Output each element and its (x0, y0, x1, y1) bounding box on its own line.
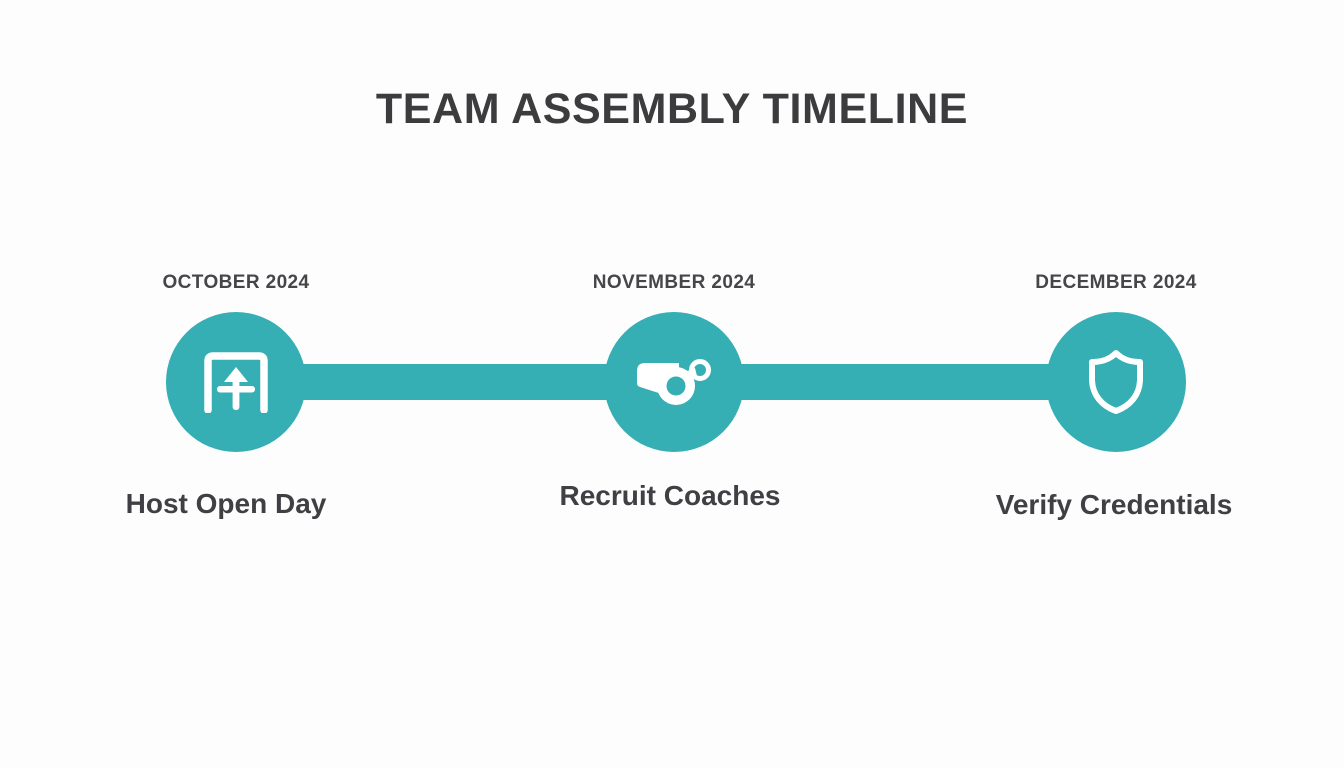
timeline-node-3[interactable] (1046, 312, 1186, 452)
shield-icon (1087, 349, 1145, 415)
timeline-connector-1 (236, 364, 674, 400)
milestone-date-1: OCTOBER 2024 (162, 272, 310, 293)
milestone-date-3: DECEMBER 2024 (1035, 272, 1197, 293)
goal-post-arrow-icon (203, 351, 269, 413)
whistle-icon (635, 355, 713, 409)
milestone-circle-2[interactable] (604, 312, 744, 452)
milestone-label-2: Recruit Coaches (559, 480, 781, 511)
timeline-connector-2 (674, 364, 1116, 400)
milestone-circle-3[interactable] (1046, 312, 1186, 452)
timeline-node-2[interactable] (604, 312, 744, 452)
milestone-label-3: Verify Credentials (995, 489, 1233, 520)
milestone-label-1: Host Open Day (125, 488, 327, 519)
milestone-date-2: NOVEMBER 2024 (592, 272, 756, 293)
milestone-circle-1[interactable] (166, 312, 306, 452)
timeline-node-1[interactable] (166, 312, 306, 452)
page-title: TEAM ASSEMBLY TIMELINE (375, 85, 969, 133)
